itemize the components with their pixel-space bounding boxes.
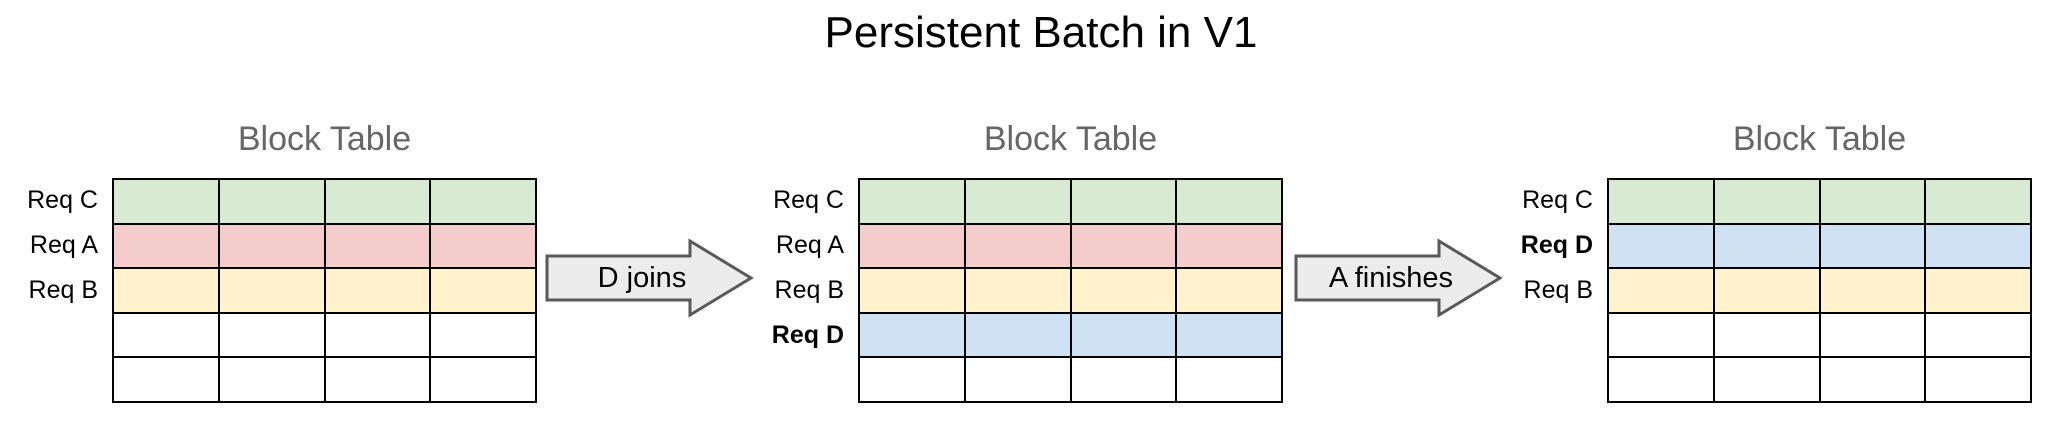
row-label-req-d: Req D bbox=[771, 321, 844, 349]
block-cell-white bbox=[430, 357, 536, 402]
block-cell-white bbox=[113, 357, 219, 402]
block-table-panel-3: Block Table Req C Req D Req B bbox=[1495, 100, 2032, 403]
block-cell-red bbox=[859, 223, 965, 269]
block-cell-yellow bbox=[859, 268, 965, 313]
row-label-column: Req C Req D Req B bbox=[1495, 178, 1607, 403]
block-cell-white bbox=[218, 357, 325, 402]
row-label-empty bbox=[746, 358, 858, 403]
block-cell-yellow bbox=[113, 268, 219, 313]
block-cell-white bbox=[324, 312, 431, 358]
row-label-empty bbox=[1495, 358, 1607, 403]
row-label-req-b: Req B bbox=[1523, 276, 1593, 304]
row-label-column: Req C Req A Req B Req D bbox=[746, 178, 858, 403]
block-cell-green bbox=[1819, 179, 1926, 224]
row-label-req-c: Req C bbox=[27, 186, 98, 214]
arrow-a-finishes: A finishes bbox=[1293, 238, 1503, 318]
block-table-panel-1: Block Table Req C Req A Req B bbox=[0, 100, 537, 403]
block-cell-blue bbox=[1176, 312, 1282, 358]
row-label-req-a: Req A bbox=[775, 231, 844, 259]
block-cell-green bbox=[1070, 179, 1177, 224]
block-cell-green bbox=[1925, 179, 2031, 224]
block-cell-green bbox=[859, 179, 965, 224]
block-cell-red bbox=[1176, 223, 1282, 269]
block-cell-yellow bbox=[964, 268, 1071, 313]
row-label-empty bbox=[1495, 313, 1607, 358]
block-table-panel-2: Block Table Req C Req A Req B Req D bbox=[746, 100, 1283, 403]
block-table-grid bbox=[112, 178, 537, 403]
right-block-arrow-icon bbox=[545, 238, 754, 318]
block-cell-red bbox=[430, 223, 536, 269]
block-table-heading: Block Table bbox=[1732, 119, 1907, 158]
block-cell-green bbox=[113, 179, 219, 224]
right-block-arrow-icon bbox=[1294, 238, 1503, 318]
block-table-heading: Block Table bbox=[237, 119, 412, 158]
block-cell-white bbox=[1176, 357, 1282, 402]
block-cell-blue bbox=[1925, 223, 2031, 269]
block-cell-blue bbox=[1070, 312, 1177, 358]
block-cell-green bbox=[1176, 179, 1282, 224]
block-cell-red bbox=[113, 223, 219, 269]
block-cell-white bbox=[324, 357, 431, 402]
block-cell-yellow bbox=[1713, 268, 1820, 313]
block-cell-white bbox=[1819, 312, 1926, 358]
block-table-grid bbox=[1607, 178, 2032, 403]
block-cell-white bbox=[1713, 312, 1820, 358]
block-cell-white bbox=[1819, 357, 1926, 402]
row-label-req-b: Req B bbox=[774, 276, 844, 304]
block-cell-yellow bbox=[1176, 268, 1282, 313]
block-cell-white bbox=[1608, 312, 1714, 358]
block-cell-yellow bbox=[324, 268, 431, 313]
row-label-req-d: Req D bbox=[1520, 231, 1593, 259]
panel-body: Req C Req A Req B bbox=[0, 178, 537, 403]
diagram-title: Persistent Batch in V1 bbox=[824, 8, 1258, 57]
block-table-heading: Block Table bbox=[983, 119, 1158, 158]
block-cell-yellow bbox=[430, 268, 536, 313]
block-cell-green bbox=[430, 179, 536, 224]
arrow-d-joins: D joins bbox=[544, 238, 754, 318]
panel-body: Req C Req A Req B Req D bbox=[746, 178, 1283, 403]
block-cell-yellow bbox=[1608, 268, 1714, 313]
block-cell-yellow bbox=[1070, 268, 1177, 313]
block-cell-white bbox=[1070, 357, 1177, 402]
panel-body: Req C Req D Req B bbox=[1495, 178, 2032, 403]
block-cell-blue bbox=[1608, 223, 1714, 269]
row-label-empty bbox=[0, 358, 112, 403]
block-cell-white bbox=[964, 357, 1071, 402]
block-cell-yellow bbox=[218, 268, 325, 313]
block-cell-blue bbox=[1819, 223, 1926, 269]
arrow-label: D joins bbox=[597, 261, 687, 294]
block-cell-red bbox=[218, 223, 325, 269]
row-label-req-a: Req A bbox=[29, 231, 98, 259]
block-cell-green bbox=[1713, 179, 1820, 224]
block-cell-red bbox=[324, 223, 431, 269]
block-cell-white bbox=[1713, 357, 1820, 402]
block-cell-white bbox=[113, 312, 219, 358]
row-label-req-c: Req C bbox=[1522, 186, 1593, 214]
block-cell-green bbox=[1608, 179, 1714, 224]
block-cell-green bbox=[218, 179, 325, 224]
row-label-empty bbox=[0, 313, 112, 358]
block-cell-white bbox=[218, 312, 325, 358]
block-cell-blue bbox=[859, 312, 965, 358]
block-cell-green bbox=[324, 179, 431, 224]
block-cell-white bbox=[1925, 357, 2031, 402]
block-cell-blue bbox=[1713, 223, 1820, 269]
row-label-column: Req C Req A Req B bbox=[0, 178, 112, 403]
block-cell-white bbox=[1608, 357, 1714, 402]
block-cell-green bbox=[964, 179, 1071, 224]
block-cell-white bbox=[859, 357, 965, 402]
block-cell-red bbox=[1070, 223, 1177, 269]
block-cell-yellow bbox=[1925, 268, 2031, 313]
block-cell-blue bbox=[964, 312, 1071, 358]
block-cell-yellow bbox=[1819, 268, 1926, 313]
block-cell-red bbox=[964, 223, 1071, 269]
row-label-req-c: Req C bbox=[773, 186, 844, 214]
block-cell-white bbox=[1925, 312, 2031, 358]
block-table-grid bbox=[858, 178, 1283, 403]
row-label-req-b: Req B bbox=[28, 276, 98, 304]
block-cell-white bbox=[430, 312, 536, 358]
arrow-label: A finishes bbox=[1328, 261, 1454, 294]
